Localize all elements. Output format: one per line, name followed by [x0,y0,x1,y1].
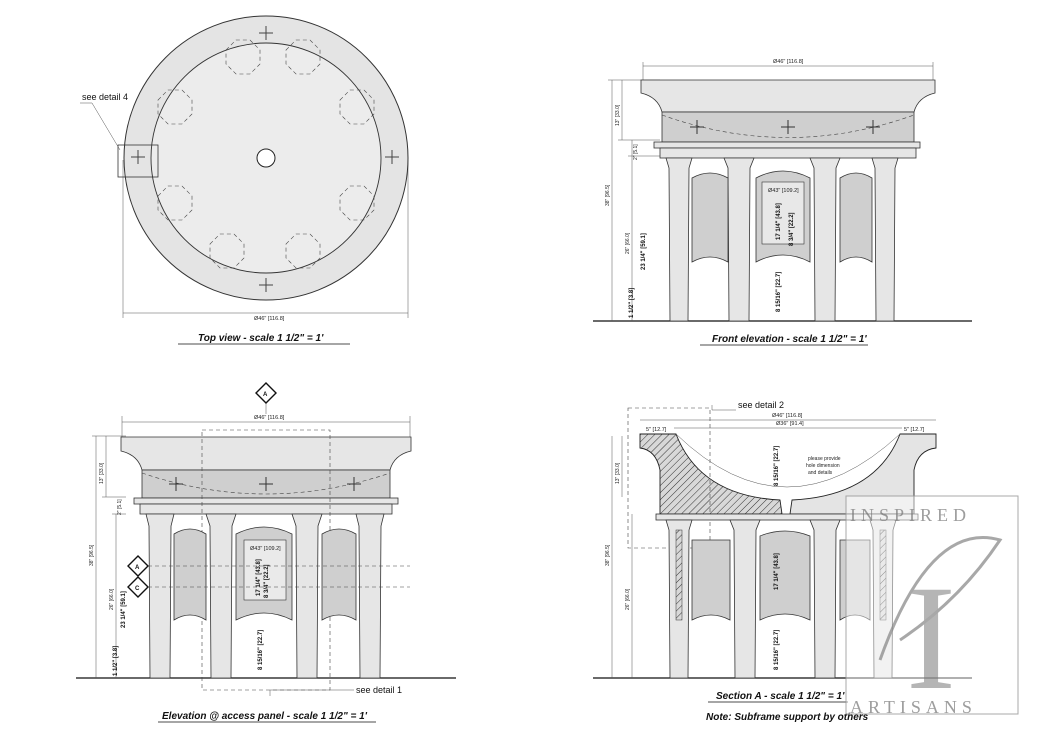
top-view-caption: Top view - scale 1 1/2" = 1' [198,333,324,344]
svg-text:23 1/4" [59.1]: 23 1/4" [59.1] [121,591,127,628]
subframe-note: Note: Subframe support by others [706,712,869,723]
svg-text:C: C [135,586,140,592]
svg-text:26" [66.0]: 26" [66.0] [625,588,631,610]
svg-text:17 1/4" [43.8]: 17 1/4" [43.8] [256,559,262,596]
svg-text:2" [5.1]: 2" [5.1] [633,144,639,160]
svg-text:ARTISANS: ARTISANS [850,697,977,717]
svg-text:26" [66.0]: 26" [66.0] [109,588,115,610]
svg-text:8 3/4" [22.2]: 8 3/4" [22.2] [264,564,270,598]
svg-text:17 1/4" [43.8]: 17 1/4" [43.8] [774,553,780,590]
see-detail-1-label: see detail 1 [356,685,402,695]
svg-text:Ø43" [109.2]: Ø43" [109.2] [250,546,281,552]
section-a-caption: Section A - scale 1 1/2" = 1' [716,691,845,702]
svg-text:26" [66.0]: 26" [66.0] [625,232,631,254]
svg-text:hole dimension: hole dimension [806,463,840,469]
svg-text:17 1/4" [43.8]: 17 1/4" [43.8] [776,203,782,240]
svg-text:A: A [263,392,268,398]
svg-text:38" [96.5]: 38" [96.5] [605,184,611,206]
see-detail-2-label: see detail 2 [738,400,784,410]
svg-text:1 1/2" [3.8]: 1 1/2" [3.8] [113,646,119,676]
access-panel-elevation: 38" [96.5] 13" [33.0] 26" [66.0] 2" [5.1… [76,382,456,723]
svg-text:and details: and details [808,470,833,476]
column-caps [157,39,375,269]
svg-text:13" [33.0]: 13" [33.0] [99,462,105,484]
svg-text:1 1/2" [3.8]: 1 1/2" [3.8] [629,288,635,318]
svg-text:8 15/16" [22.7]: 8 15/16" [22.7] [258,630,264,670]
monogram: I [906,555,961,721]
drain-hole [256,148,276,168]
svg-text:8 3/4" [22.2]: 8 3/4" [22.2] [789,212,795,246]
svg-text:38" [96.5]: 38" [96.5] [89,544,95,566]
inspired-artisans-watermark: INSPIRED I ARTISANS [845,495,1019,721]
cross-ornaments [131,26,399,292]
detail-4-box [117,144,159,178]
see-detail-4-label: see detail 4 [82,92,128,102]
svg-text:8 15/16" [22.7]: 8 15/16" [22.7] [774,630,780,670]
bowl-section-left [639,433,783,515]
access-elevation-caption: Elevation @ access panel - scale 1 1/2" … [162,711,368,722]
svg-text:5" [12.7]: 5" [12.7] [904,427,925,433]
top-view-dia-label: Ø46" [116.8] [254,316,285,322]
svg-text:INSPIRED: INSPIRED [850,505,971,525]
section-marker-left-2 [127,576,149,598]
svg-text:5" [12.7]: 5" [12.7] [646,427,667,433]
svg-text:Ø46" [116.8]: Ø46" [116.8] [773,59,804,65]
front-elevation-caption: Front elevation - scale 1 1/2" = 1' [712,334,867,345]
svg-text:please provide: please provide [808,456,841,462]
section-marker-left-1 [127,555,149,577]
front-elevation: 38" [96.5] 13" [33.0] 26" [66.0] 2" [5.1… [593,59,972,346]
svg-text:Ø46" [116.8]: Ø46" [116.8] [772,413,803,419]
svg-text:8 15/16" [22.7]: 8 15/16" [22.7] [776,272,782,312]
bowl-rim [640,79,936,113]
section-marker-top [255,382,277,404]
svg-text:8 15/16" [22.7]: 8 15/16" [22.7] [774,446,780,486]
svg-text:13" [33.0]: 13" [33.0] [615,462,621,484]
svg-text:A: A [135,565,140,571]
top-view: see detail 4 Ø46" [116.8] Top view - sca… [80,15,409,345]
svg-text:Ø43" [109.2]: Ø43" [109.2] [768,188,799,194]
band-crosses [690,120,880,134]
bowl-section-right [789,433,937,515]
section-a: 38" [96.5] 13" [33.0] 26" [66.0] Ø46" [1… [593,400,972,723]
svg-text:38" [96.5]: 38" [96.5] [605,544,611,566]
svg-text:2" [5.1]: 2" [5.1] [117,499,123,515]
svg-text:13" [33.0]: 13" [33.0] [615,104,621,126]
svg-text:Ø36" [91.4]: Ø36" [91.4] [776,421,804,427]
svg-text:23 1/4" [59.1]: 23 1/4" [59.1] [641,233,647,270]
columns [665,157,899,322]
svg-text:Ø46" [116.8]: Ø46" [116.8] [254,415,285,421]
